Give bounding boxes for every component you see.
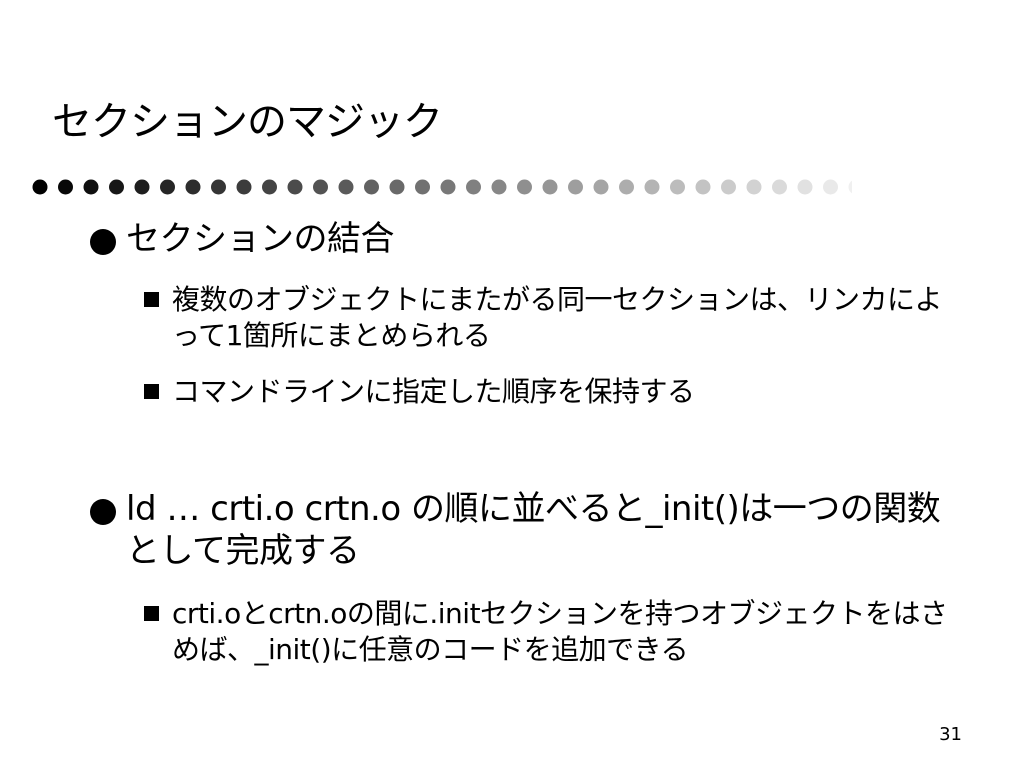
decorative-dot [695,179,711,195]
decorative-dot [772,179,787,195]
bullet-2-sub-1: crti.oとcrtn.oの間に.initセクションを持つオブジェクトをはさめば… [144,596,964,668]
bullet-1-sub-1: 複数のオブジェクトにまたがる同一セクションは、リンカによって1箇所にまとめられる [144,282,964,354]
round-bullet-icon [90,499,116,525]
decorative-dot [58,179,73,195]
bullet-2: ld … crti.o crtn.o の順に並べると_init()は一つの関数と… [90,488,950,572]
round-bullet-icon [90,229,116,255]
decorative-dot [491,179,507,195]
bullet-1-sub-2-text: コマンドラインに指定した順序を保持する [172,375,695,408]
decorative-dot-rule [32,179,852,195]
decorative-dot [619,179,634,195]
bullet-1: セクションの結合 [90,218,950,260]
decorative-dot [466,179,481,195]
decorative-dot [185,179,201,195]
decorative-dot [823,179,838,195]
bullet-2-sub-1-text: crti.oとcrtn.oの間に.initセクションを持つオブジェクトをはさめば… [172,597,948,666]
decorative-dot [389,179,405,195]
decorative-dot [517,179,532,195]
slide-title: セクションのマジック [52,99,443,145]
bullet-1-sub-2: コマンドラインに指定した順序を保持する [144,374,964,410]
square-bullet-icon [144,384,159,399]
decorative-dot [797,179,813,195]
bullet-1-sub-1-text: 複数のオブジェクトにまたがる同一セクションは、リンカによって1箇所にまとめられる [172,283,943,352]
decorative-dot [746,179,762,195]
bullet-1-text: セクションの結合 [126,219,395,259]
decorative-dot [542,179,558,195]
decorative-dot [236,179,252,195]
decorative-dot [313,179,328,195]
decorative-dot [644,179,660,195]
decorative-dot [287,179,303,195]
decorative-dot [160,179,175,195]
decorative-dot [721,179,736,195]
decorative-dot [593,179,609,195]
decorative-dot [364,179,379,195]
decorative-dot [848,180,852,194]
square-bullet-icon [144,606,159,621]
bullet-2-text: ld … crti.o crtn.o の順に並べると_init()は一つの関数と… [126,489,941,571]
decorative-dot [109,179,124,195]
decorative-dot [415,179,430,195]
square-bullet-icon [144,292,159,307]
decorative-dot [262,179,277,195]
page-number: 31 [939,724,962,745]
decorative-dot [440,179,456,195]
decorative-dot [83,179,99,195]
decorative-dot [568,179,583,195]
decorative-dot [134,179,150,195]
decorative-dot [670,179,685,195]
decorative-dot [211,179,226,195]
decorative-dot [338,179,354,195]
decorative-dot [32,179,48,195]
